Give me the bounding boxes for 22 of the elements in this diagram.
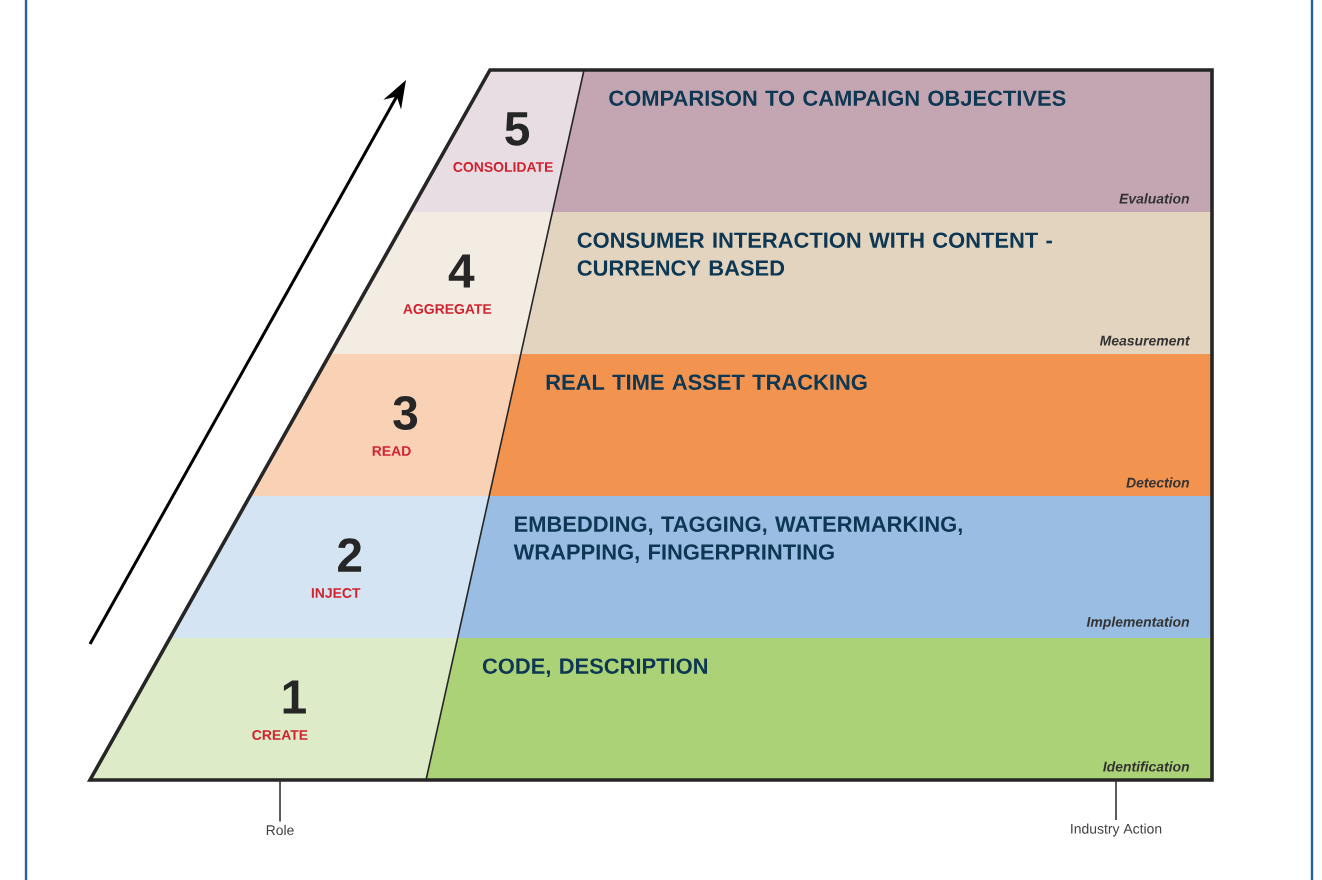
action-text: EMBEDDING, TAGGING, WATERMARKING, WRAPPING, FINGERPRINTING — [513, 516, 962, 563]
action-band — [457, 496, 1212, 638]
step-number: 1 — [283, 680, 306, 714]
step-number: 4 — [448, 254, 475, 288]
action-band — [520, 212, 1212, 354]
step-number: 5 — [505, 112, 530, 146]
action-text: CODE, DESCRIPTION — [482, 658, 708, 678]
role-band — [250, 354, 521, 496]
step-number: 3 — [393, 396, 418, 430]
step-number: 2 — [338, 538, 362, 572]
leader-line — [279, 779, 281, 823]
action-text: REAL TIME ASSET TRACKING — [546, 374, 867, 390]
action-text: COMPARISON TO CAMPAIGN OBJECTIVES — [609, 90, 1066, 106]
action-band — [552, 70, 1212, 212]
action-text: CONSUMER INTERACTION WITH CONTENT - CURRENCY BASED — [577, 232, 1052, 276]
leader-line — [1115, 779, 1117, 821]
role-band — [410, 70, 584, 212]
role-band — [170, 496, 490, 638]
role-band — [90, 638, 458, 780]
action-band — [426, 638, 1212, 780]
action-band — [489, 354, 1212, 496]
role-band — [330, 212, 553, 354]
